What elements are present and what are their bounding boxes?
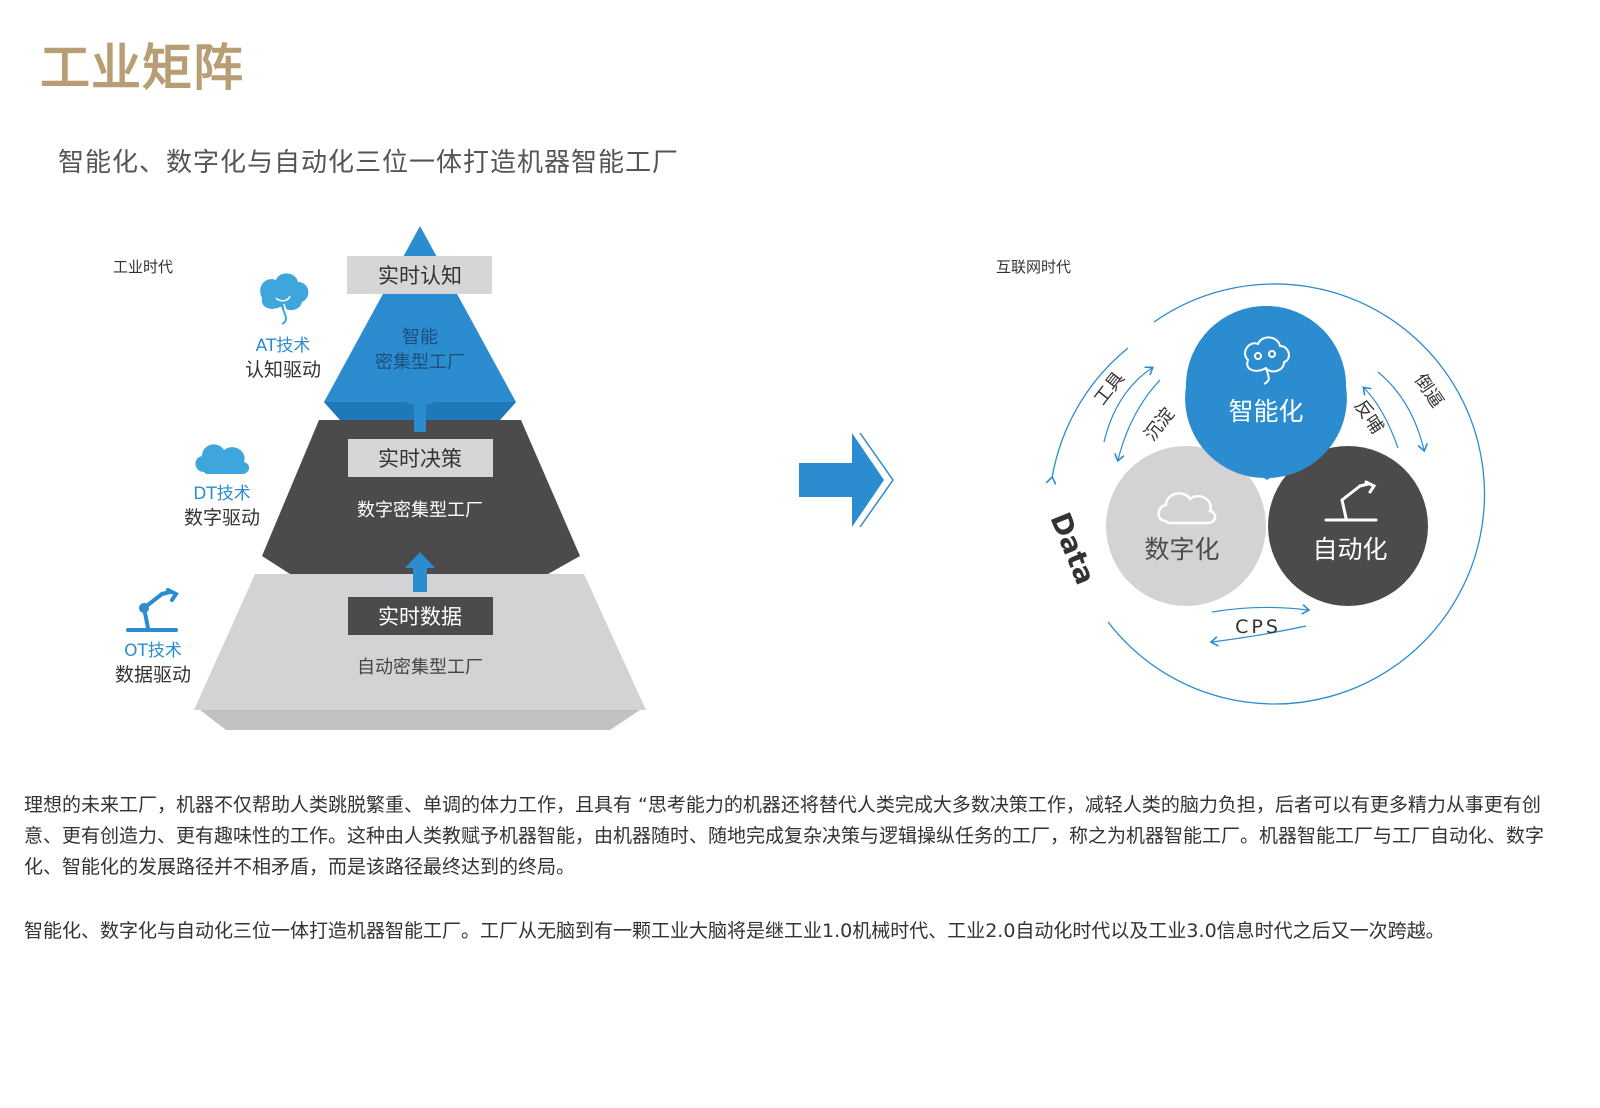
pyramid-label-realtime-data: 实时数据 xyxy=(378,605,462,629)
cloud-icon xyxy=(195,444,250,474)
label-cps: CPS xyxy=(1235,616,1281,638)
tool-settle-arrows xyxy=(1103,368,1161,460)
cps-arrows xyxy=(1212,607,1308,642)
outer-cycle-ring xyxy=(1052,283,1486,705)
pyramid-tier-bottom: 实时数据 自动密集型工厂 xyxy=(194,574,646,730)
brain-icon xyxy=(1244,336,1290,385)
pyramid-label-box xyxy=(348,597,493,635)
industrial-matrix-diagram: 工业时代 实时数据 自动密集型工厂 实时决策 数字密集型工厂 实时认知 智能 密… xyxy=(113,226,1486,730)
robot-arm-icon xyxy=(1324,480,1378,522)
circle-digital xyxy=(1106,446,1266,606)
circle-intelligent-tip xyxy=(1228,452,1306,480)
up-arrow-icon xyxy=(407,390,433,432)
era-label-industrial: 工业时代 xyxy=(113,258,173,276)
pyramid-label-box xyxy=(347,256,492,294)
circle-automation xyxy=(1268,446,1428,606)
pyramid-label-realtime-decision: 实时决策 xyxy=(378,447,462,471)
up-arrow-icon xyxy=(405,552,435,592)
label-data: Data xyxy=(1044,508,1102,589)
label-feedback: 反哺 xyxy=(1350,396,1388,438)
body-paragraph-2: 智能化、数字化与自动化三位一体打造机器智能工厂。工厂从无脑到有一颗工业大脑将是继… xyxy=(24,920,1445,942)
pyramid-desc-automation: 自动密集型工厂 xyxy=(357,657,483,678)
label-force: 倒逼 xyxy=(1410,370,1448,412)
circle-label-digital: 数字化 xyxy=(1144,535,1219,564)
brain-icon xyxy=(260,273,309,325)
dt-drive-label: 数字驱动 xyxy=(184,507,260,529)
circle-label-automation: 自动化 xyxy=(1312,535,1387,564)
pyramid-desc-digital: 数字密集型工厂 xyxy=(357,500,483,521)
label-settle: 沉淀 xyxy=(1140,404,1179,445)
cloud-icon xyxy=(1157,492,1217,525)
pyramid-label-box xyxy=(348,439,493,477)
at-tech-label: AT技术 xyxy=(256,336,311,356)
page-subtitle: 智能化、数字化与自动化三位一体打造机器智能工厂 xyxy=(58,148,680,178)
circle-label-intelligent: 智能化 xyxy=(1228,397,1303,426)
body-paragraph-1: 理想的未来工厂，机器不仅帮助人类跳脱繁重、单调的体力工作，且具有 “思考能力的机… xyxy=(24,794,1545,878)
feedback-force-arrows xyxy=(1364,371,1424,450)
label-tool: 工具 xyxy=(1090,368,1129,409)
pyramid-desc-intelligent-1: 智能 xyxy=(402,327,438,348)
transition-arrow-icon xyxy=(799,432,894,528)
era-label-internet: 互联网时代 xyxy=(996,258,1071,276)
pyramid-tier-middle: 实时决策 数字密集型工厂 xyxy=(262,420,580,574)
pyramid-label-realtime-cognition: 实时认知 xyxy=(378,264,462,288)
pyramid-desc-intelligent-2: 密集型工厂 xyxy=(375,352,465,373)
at-drive-label: 认知驱动 xyxy=(245,359,321,381)
circle-intelligent-fill xyxy=(1186,306,1346,466)
ot-tech-label: OT技术 xyxy=(124,641,182,661)
robot-arm-icon xyxy=(126,588,179,632)
ot-drive-label: 数据驱动 xyxy=(115,664,191,686)
pyramid-tier-top: 实时认知 智能 密集型工厂 xyxy=(324,226,516,420)
page-title: 工业矩阵 xyxy=(40,39,244,97)
dt-tech-label: DT技术 xyxy=(193,484,250,504)
